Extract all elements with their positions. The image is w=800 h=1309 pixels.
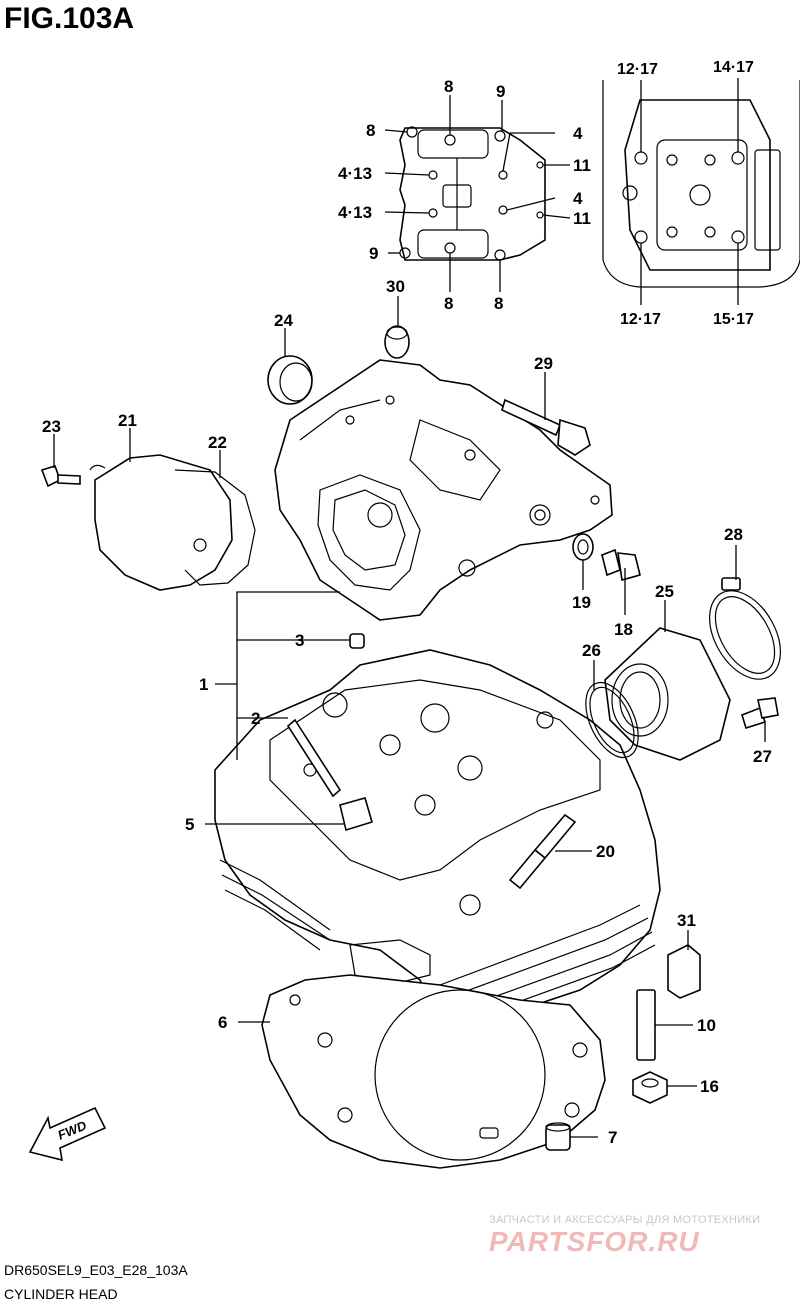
part-3-dowel [349,633,365,649]
callout-3: 3 [295,631,304,650]
callout-6: 6 [218,1013,227,1032]
cylinder-head-cover [274,359,613,621]
part-31-cap [667,944,701,999]
callout-28: 28 [724,525,743,544]
part-10-stud [636,989,656,1061]
figure-title: FIG.103A [4,2,135,35]
inset-a-left-4-13b: 4·13 [338,203,372,222]
part-5-guide [339,797,373,832]
callout-31: 31 [677,911,696,930]
inset-bolt-order [399,126,546,261]
part-26-o-ring [585,681,639,759]
part-30-cap [384,325,410,359]
inset-a-left-4-13a: 4·13 [338,164,372,183]
callout-1: 1 [199,675,208,694]
part-28-clamp [709,577,781,680]
inset-b-bottom-left: 12·17 [620,311,661,328]
inset-a-right-4b: 4 [573,189,583,208]
part-18-bolt [601,548,641,582]
figure-name: CYLINDER HEAD [4,1286,118,1302]
inset-a-top-8: 8 [444,77,453,96]
inset-a-right-11a: 11 [573,156,591,175]
part-25-intake-pipe [604,627,731,761]
callout-5: 5 [185,815,194,834]
callout-labels: 1 2 3 5 6 7 10 16 18 19 20 21 22 23 24 2… [42,59,772,1147]
callout-20: 20 [596,842,615,861]
part-21-side-cover [89,454,233,591]
figure-code: DR650SEL9_E03_E28_103A [4,1262,188,1278]
callout-22: 22 [208,433,227,452]
part-16-nut [632,1071,668,1104]
part-29-bolt [501,398,591,456]
inset-a-bottom-8b: 8 [494,294,503,313]
part-19-washer [572,533,594,561]
inset-b-top-left: 12·17 [617,61,658,78]
inset-a-bottom-8a: 8 [444,294,453,313]
inset-a-top-9: 9 [496,82,505,101]
callout-23: 23 [42,417,61,436]
callout-21: 21 [118,411,137,430]
callout-19: 19 [572,593,591,612]
part-20-spark-plug [508,813,577,890]
inset-b-bottom-right: 15·17 [713,311,754,328]
part-27-screw [741,697,779,730]
inset-b-top-right: 14·17 [713,59,754,76]
callout-16: 16 [700,1077,719,1096]
callout-29: 29 [534,354,553,373]
inset-a-leaders [384,95,571,292]
callout-2: 2 [251,709,260,728]
callout-25: 25 [655,582,674,601]
cylinder-head [214,649,661,1036]
inset-b-leaders [640,78,739,305]
callout-30: 30 [386,277,405,296]
callout-18: 18 [614,620,633,639]
inset-a-left-9: 9 [369,244,378,263]
leader-lines [53,296,766,1138]
inset-head-top [602,80,800,288]
part-23-bolt [40,465,81,488]
inset-a-left-8: 8 [366,121,375,140]
watermark-tagline: ЗАПЧАСТИ И АКСЕССУАРЫ ДЛЯ МОТОТЕХНИКИ [489,1214,761,1226]
watermark-logo: PARTSFOR.RU [489,1226,700,1257]
part-6-head-gasket [261,974,606,1169]
part-24-seal [267,355,313,405]
part-7-dowel-pin [545,1122,571,1151]
callout-10: 10 [697,1016,716,1035]
inset-a-right-4a: 4 [573,124,583,143]
callout-24: 24 [274,311,293,330]
callout-26: 26 [582,641,601,660]
callout-27: 27 [753,747,772,766]
part-2-guide [286,718,342,798]
inset-a-right-11b: 11 [573,209,591,228]
fwd-arrow: FWD [28,1106,107,1162]
callout-7: 7 [608,1128,617,1147]
